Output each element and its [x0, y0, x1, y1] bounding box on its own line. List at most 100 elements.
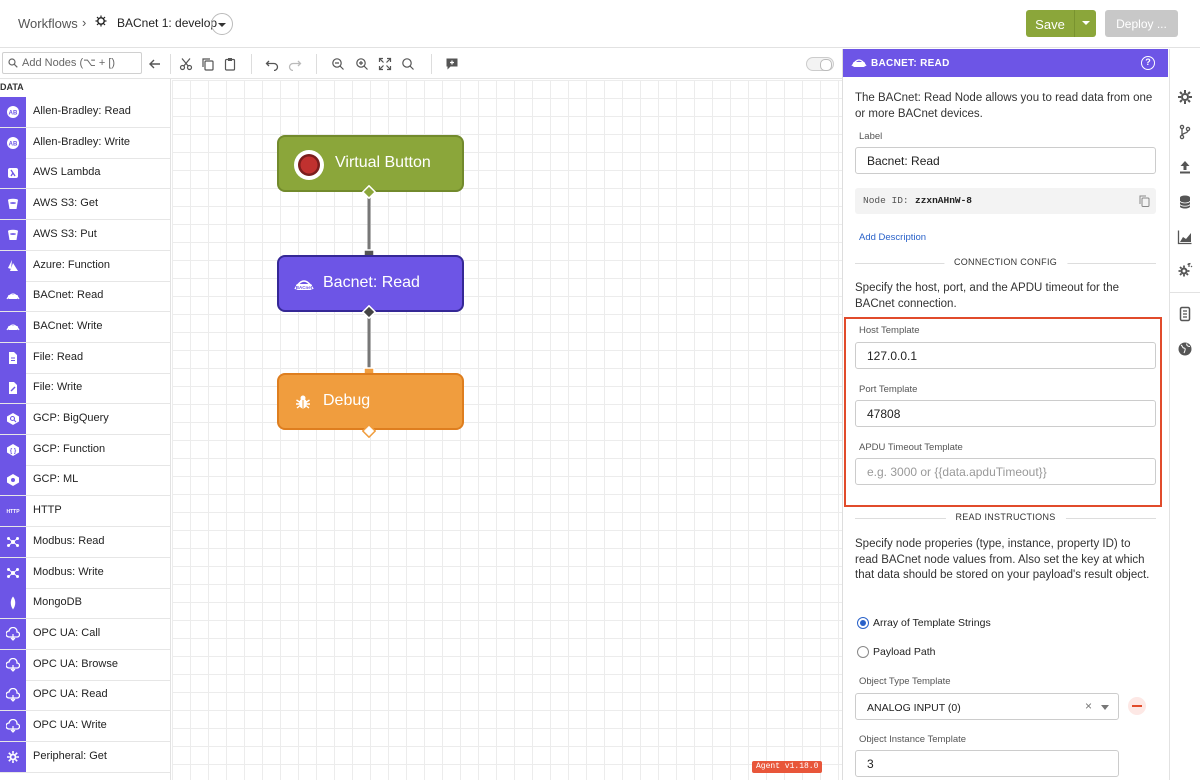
- radio-array-of-template-strings[interactable]: [857, 617, 869, 629]
- branch-dropdown-button[interactable]: [211, 13, 233, 35]
- save-button[interactable]: Save: [1026, 10, 1096, 37]
- chevron-down-icon[interactable]: [1101, 705, 1109, 710]
- palette-item[interactable]: GCP: BigQuery: [0, 404, 170, 435]
- palette-item-label: OPC UA: Call: [33, 626, 101, 639]
- palette-item[interactable]: OPC UA: Browse: [0, 649, 170, 681]
- palette-item[interactable]: MongoDB: [0, 588, 170, 620]
- comment-add-icon[interactable]: [445, 57, 459, 71]
- fit-screen-icon[interactable]: [378, 57, 392, 71]
- modbus-icon: [0, 557, 26, 588]
- palette-item[interactable]: BACnet: Read: [0, 281, 170, 313]
- palette-item[interactable]: OPC UA: Call: [0, 618, 170, 650]
- apdu-caption: APDU Timeout Template: [859, 442, 963, 453]
- apdu-timeout-input[interactable]: [855, 458, 1156, 485]
- opcua-icon: [0, 680, 26, 711]
- mongodb-icon: [0, 588, 26, 619]
- workflow-canvas[interactable]: Virtual Button BACnet Bacnet: Read Debug…: [172, 80, 842, 780]
- node-label: Virtual Button: [335, 154, 431, 171]
- palette-item[interactable]: { } GCP: Function: [0, 434, 170, 466]
- radio-label: Payload Path: [873, 646, 936, 658]
- port-input[interactable]: [855, 400, 1156, 427]
- panel-title: BACNET: READ: [871, 58, 950, 69]
- device-icon[interactable]: [1177, 306, 1193, 322]
- branch-icon[interactable]: [1177, 124, 1193, 140]
- breadcrumb-workflows[interactable]: Workflows: [18, 16, 78, 31]
- remove-row-button[interactable]: [1128, 697, 1146, 715]
- port-caption: Port Template: [859, 384, 918, 395]
- palette-item[interactable]: AWS S3: Get: [0, 189, 170, 221]
- palette-item[interactable]: Azure: Function: [0, 250, 170, 282]
- palette-item[interactable]: AWS Lambda: [0, 158, 170, 190]
- zoom-reset-icon[interactable]: [401, 57, 415, 71]
- zoom-in-icon[interactable]: [355, 57, 369, 71]
- ab-icon: AB: [0, 127, 26, 158]
- node-debug[interactable]: Debug: [277, 373, 464, 430]
- upload-icon[interactable]: [1177, 159, 1193, 175]
- debug-settings-icon[interactable]: [1177, 262, 1193, 278]
- palette-item[interactable]: File: Write: [0, 373, 170, 405]
- database-icon[interactable]: [1177, 194, 1193, 210]
- palette-item[interactable]: File: Read: [0, 342, 170, 374]
- area-chart-icon[interactable]: [1177, 229, 1193, 245]
- palette-item[interactable]: GCP: ML: [0, 465, 170, 497]
- top-bar: Workflows › BACnet 1: develop Save Deplo…: [0, 0, 1200, 48]
- palette-item-label: File: Write: [33, 381, 83, 394]
- modbus-icon: [0, 526, 26, 557]
- output-port-diamond[interactable]: [362, 424, 376, 438]
- object-type-select[interactable]: ANALOG INPUT (0) ×: [855, 693, 1119, 720]
- cut-icon[interactable]: [179, 57, 193, 71]
- deploy-button[interactable]: Deploy ...: [1105, 10, 1178, 37]
- undo-icon[interactable]: [265, 57, 279, 71]
- palette-item[interactable]: Peripheral: Get: [0, 741, 170, 773]
- palette-item-label: OPC UA: Browse: [33, 657, 118, 670]
- palette-item-label: GCP: Function: [33, 442, 106, 455]
- collapse-palette-icon[interactable]: [148, 57, 162, 71]
- help-icon[interactable]: ?: [1141, 56, 1155, 70]
- clear-icon[interactable]: ×: [1085, 699, 1093, 713]
- palette-item-label: BACnet: Read: [33, 289, 104, 302]
- zoom-out-icon[interactable]: [331, 57, 345, 71]
- add-nodes-input[interactable]: [22, 53, 140, 73]
- palette-item[interactable]: AWS S3: Put: [0, 219, 170, 251]
- paste-icon[interactable]: [223, 57, 237, 71]
- host-input[interactable]: [855, 342, 1156, 369]
- gcp-function-icon: { }: [0, 434, 26, 465]
- palette-item[interactable]: OPC UA: Read: [0, 680, 170, 712]
- output-port-diamond[interactable]: [362, 185, 376, 199]
- bacnet-icon: [0, 281, 26, 312]
- svg-text:BACnet: BACnet: [296, 285, 313, 290]
- palette-item-label: AWS S3: Put: [33, 227, 97, 240]
- add-description-link[interactable]: Add Description: [859, 232, 927, 243]
- node-virtual-button[interactable]: Virtual Button: [277, 135, 464, 192]
- palette-item[interactable]: OPC UA: Write: [0, 711, 170, 742]
- palette-item-label: BACnet: Write: [33, 319, 103, 332]
- palette-section-header: DATA: [0, 82, 24, 92]
- bacnet-icon: [0, 311, 26, 342]
- save-menu-caret-button[interactable]: [1074, 10, 1096, 37]
- canvas-toggle-switch[interactable]: [806, 57, 834, 71]
- label-input[interactable]: [855, 147, 1156, 174]
- palette-item-label: GCP: ML: [33, 473, 79, 486]
- palette-item-label: AWS Lambda: [33, 166, 101, 179]
- add-nodes-search[interactable]: [2, 52, 142, 74]
- globe-icon[interactable]: [1177, 341, 1193, 357]
- settings-gear-icon[interactable]: [1177, 89, 1193, 105]
- output-port-diamond[interactable]: [362, 305, 376, 319]
- palette-item-label: HTTP: [33, 504, 62, 517]
- node-bacnet-read[interactable]: BACnet Bacnet: Read: [277, 255, 464, 312]
- agent-version-badge: Agent v1.18.0: [752, 761, 823, 773]
- copy-icon[interactable]: [201, 57, 215, 71]
- palette-item[interactable]: Modbus: Read: [0, 526, 170, 558]
- node-id-box: Node ID: zzxnAHnW-8: [855, 188, 1156, 214]
- redo-icon[interactable]: [288, 57, 302, 71]
- palette-item[interactable]: Modbus: Write: [0, 557, 170, 589]
- radio-payload-path[interactable]: [857, 646, 869, 658]
- palette-item[interactable]: BACnet: Write: [0, 311, 170, 343]
- copy-icon[interactable]: [1139, 195, 1150, 207]
- object-instance-input[interactable]: [855, 750, 1119, 777]
- palette-item-label: File: Read: [33, 350, 84, 363]
